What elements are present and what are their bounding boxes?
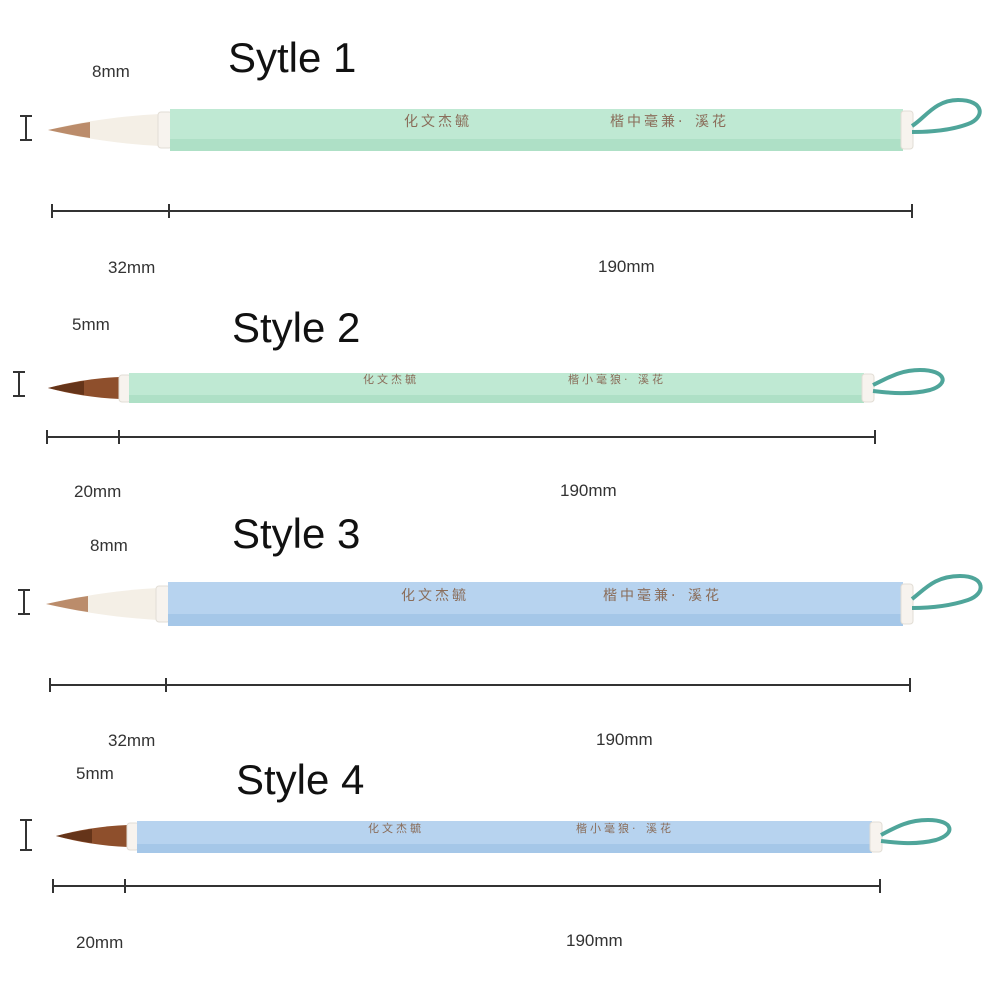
style-3-tip-width-label: 8mm	[90, 536, 128, 555]
style-1-handle-length-label: 190mm	[598, 257, 655, 276]
style-1-inscription: 花溪·兼毫中楷	[610, 113, 726, 130]
style-2-tip-width-label: 5mm	[72, 315, 110, 334]
style-4-hanging-loop	[880, 817, 952, 846]
style-4-brand: 毓杰文化	[368, 821, 421, 835]
style-1-handle-shade	[170, 139, 903, 151]
style-4-tip-width-marker	[20, 819, 32, 851]
style-1-brand: 毓杰文化	[404, 114, 469, 130]
style-2-measure-lines	[46, 430, 876, 444]
style-3-title: Style 3	[232, 510, 361, 557]
style-1-hanging-loop	[910, 97, 982, 134]
style-1-panel: Sytle 1 8mm 32mm 190mm 花溪·兼毫中楷 毓杰文化	[0, 0, 1000, 277]
style-3-tip-width-marker	[18, 589, 30, 615]
style-2-inscription: 花溪·狼毫小楷	[568, 372, 663, 386]
style-1-head-length-label: 32mm	[108, 258, 156, 277]
style-4-handle-shade	[137, 844, 872, 853]
style-4-inscription: 花溪·狼毫小楷	[576, 821, 671, 835]
style-2-handle-length-label: 190mm	[560, 481, 617, 500]
style-2-hanging-loop	[872, 367, 945, 396]
style-4-brush: 花溪·狼毫小楷 毓杰文化	[20, 817, 952, 893]
style-2-handle-shade	[129, 395, 864, 403]
style-2-panel: Style 2 5mm 20mm 190mm 花溪·狼毫小楷 毓杰文化	[13, 304, 945, 501]
style-1-tip-width-marker	[20, 115, 32, 141]
style-1-tip-width-label: 8mm	[92, 62, 130, 81]
style-4-bristle-tip	[56, 829, 92, 843]
style-3-hanging-loop	[910, 573, 983, 610]
style-1-measure-lines	[51, 204, 913, 218]
style-3-panel: Style 3 8mm 32mm 190mm 花溪·兼毫中楷 毓杰文化	[18, 510, 983, 750]
style-3-inscription: 花溪·兼毫中楷	[603, 587, 719, 604]
style-3-bristle-tip	[46, 596, 88, 612]
style-2-brand: 毓杰文化	[363, 372, 416, 386]
style-3-end-cap	[900, 583, 914, 625]
style-2-end-cap	[861, 373, 875, 403]
style-4-handle-length-label: 190mm	[566, 931, 623, 950]
style-4-tip-width-label: 5mm	[76, 764, 114, 783]
style-4-end-cap	[869, 821, 883, 853]
style-2-head-length-label: 20mm	[74, 482, 122, 501]
style-1-bristle	[48, 114, 160, 146]
style-3-measure-lines	[49, 678, 911, 692]
style-1-bristle-tip	[48, 122, 90, 138]
style-4-measure-lines	[52, 879, 881, 893]
style-2-bristle-tip	[48, 381, 84, 395]
style-2-tip-width-marker	[13, 371, 25, 397]
style-3-brush: 花溪·兼毫中楷 毓杰文化	[18, 573, 983, 692]
style-2-brush: 花溪·狼毫小楷 毓杰文化	[13, 367, 945, 444]
style-1-title: Sytle 1	[228, 34, 357, 81]
style-3-bristle	[46, 588, 158, 620]
style-2-title: Style 2	[232, 304, 361, 351]
style-3-handle-length-label: 190mm	[596, 730, 653, 749]
style-4-head-length-label: 20mm	[76, 933, 124, 952]
style-3-brand: 毓杰文化	[401, 588, 466, 604]
style-1-brush: 花溪·兼毫中楷 毓杰文化	[20, 97, 982, 218]
style-3-handle-shade	[168, 614, 903, 626]
style-4-title: Style 4	[236, 756, 365, 803]
style-3-head-length-label: 32mm	[108, 731, 156, 750]
